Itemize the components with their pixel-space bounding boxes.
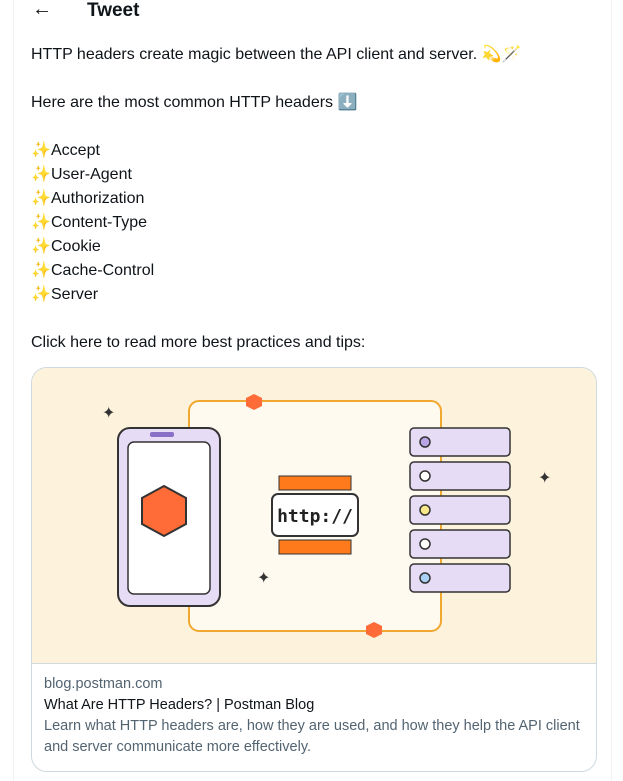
svg-text:✦: ✦ bbox=[257, 570, 270, 587]
hexagon-icon bbox=[246, 394, 262, 410]
list-item: ✨Authorization bbox=[31, 187, 154, 211]
intro-text: HTTP headers create magic between the AP… bbox=[31, 46, 478, 63]
sparkles-icon: ✨ bbox=[31, 142, 51, 159]
card-image: http:// ✦ ✦ ✦ bbox=[32, 368, 596, 664]
sparkles-icon: ✨ bbox=[31, 238, 51, 255]
tweet-column: ← Tweet HTTP headers create magic betwee… bbox=[13, 0, 612, 781]
list-item: ✨Accept bbox=[31, 139, 154, 163]
page-title: Tweet bbox=[87, 0, 140, 21]
list-item-label: Authorization bbox=[51, 190, 145, 207]
svg-text:✦: ✦ bbox=[102, 405, 115, 422]
http-label: http:// bbox=[277, 506, 353, 527]
sparkles-icon: ✨ bbox=[31, 286, 51, 303]
sparkles-icon: ✨ bbox=[31, 190, 51, 207]
server-stack-icon bbox=[409, 427, 511, 593]
back-button[interactable]: ← bbox=[32, 0, 52, 20]
down-arrow-emoji-icon: ⬇️ bbox=[337, 94, 358, 111]
svg-text:✦: ✦ bbox=[538, 470, 551, 487]
list-item-label: Cookie bbox=[51, 238, 101, 255]
card-description: Learn what HTTP headers are, how they ar… bbox=[44, 718, 580, 755]
list-intro-text: Here are the most common HTTP headers bbox=[31, 94, 334, 111]
sparkles-icon: ✨ bbox=[31, 166, 51, 183]
list-item-label: Cache-Control bbox=[51, 262, 155, 279]
list-item: ✨Server bbox=[31, 283, 154, 307]
list-item-label: Accept bbox=[51, 142, 100, 159]
list-intro: Here are the most common HTTP headers ⬇️ bbox=[31, 91, 357, 115]
card-title[interactable]: What Are HTTP Headers? | Postman Blog bbox=[44, 697, 315, 713]
list-item: ✨User-Agent bbox=[31, 163, 154, 187]
sparkle-wand-emoji-icon: 💫🪄 bbox=[481, 46, 522, 63]
card-meta: blog.postman.com What Are HTTP Headers? … bbox=[32, 664, 596, 768]
link-card[interactable]: http:// ✦ ✦ ✦ blog.postman.com What Are HT… bbox=[31, 367, 597, 772]
header-list: ✨Accept ✨User-Agent ✨Authorization ✨Cont… bbox=[31, 139, 154, 307]
cta-text: Click here to read more best practices a… bbox=[31, 334, 366, 351]
tweet-intro: HTTP headers create magic between the AP… bbox=[31, 43, 521, 67]
list-item-label: Server bbox=[51, 286, 99, 303]
list-item-label: User-Agent bbox=[51, 166, 132, 183]
sparkles-icon: ✨ bbox=[31, 262, 51, 279]
header: ← Tweet bbox=[14, 0, 613, 24]
list-item: ✨Cache-Control bbox=[31, 259, 154, 283]
http-illustration: http:// ✦ ✦ ✦ bbox=[102, 394, 551, 638]
hexagon-icon bbox=[366, 622, 382, 638]
list-item: ✨Content-Type bbox=[31, 211, 154, 235]
list-item-label: Content-Type bbox=[51, 214, 148, 231]
card-domain: blog.postman.com bbox=[44, 676, 163, 692]
list-item: ✨Cookie bbox=[31, 235, 154, 259]
sparkles-icon: ✨ bbox=[31, 214, 51, 231]
